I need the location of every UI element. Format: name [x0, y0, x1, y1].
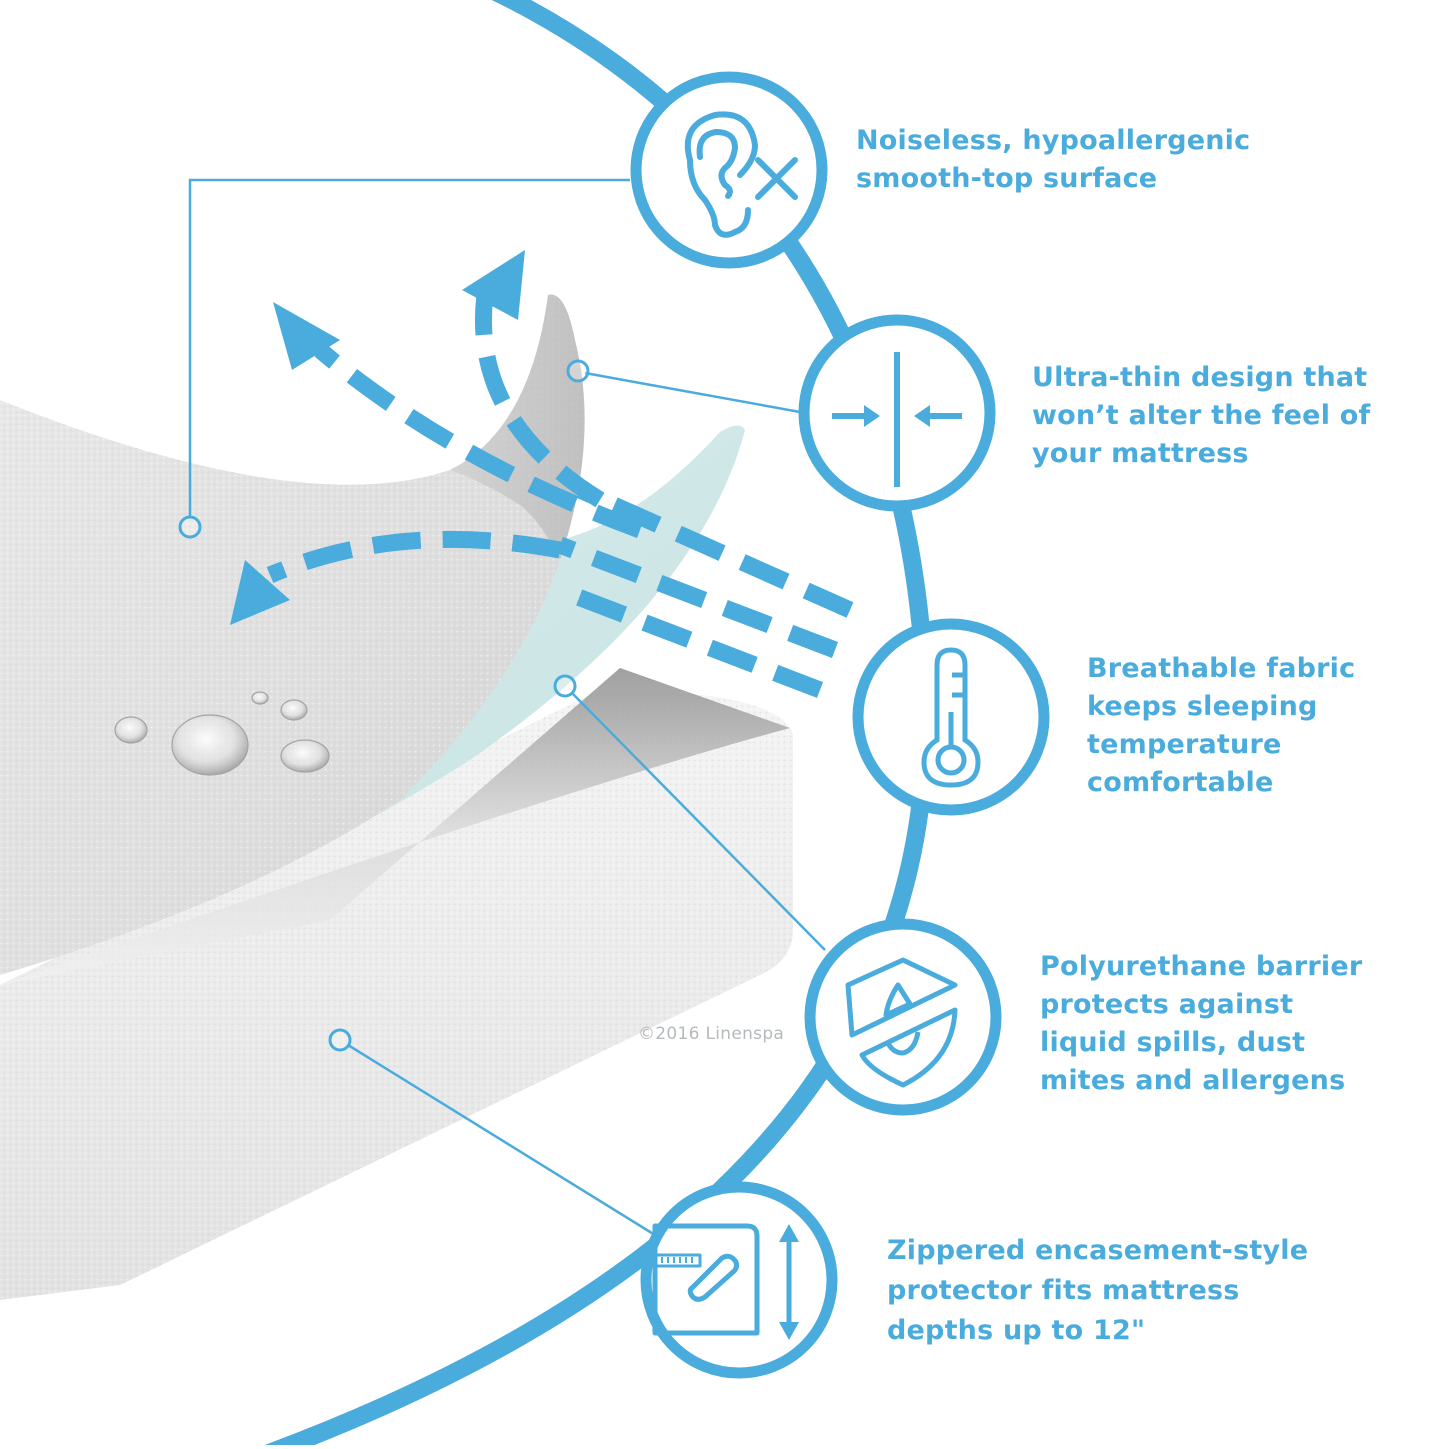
feature-text-noiseless: Noiseless, hypoallergenic smooth-top sur…: [856, 122, 1250, 198]
feature-line: mites and allergens: [1040, 1065, 1346, 1096]
feature-line: your mattress: [1032, 438, 1249, 469]
feature-text-zipper: Zippered encasement-style protector fits…: [887, 1231, 1308, 1351]
feature-circle-noiseless: [630, 71, 828, 269]
zipper-depth-icon: [652, 1223, 799, 1340]
feature-line: protects against: [1040, 989, 1294, 1020]
feature-line: smooth-top surface: [856, 163, 1158, 194]
feature-line: protector fits mattress: [887, 1275, 1240, 1306]
feature-line: Polyurethane barrier: [1040, 951, 1363, 982]
shield-drop-icon: [845, 957, 958, 1088]
water-droplets: [114, 691, 330, 776]
ear-muted-icon: [684, 111, 798, 238]
feature-line: comfortable: [1087, 767, 1274, 798]
feature-line: Noiseless, hypoallergenic: [856, 125, 1251, 156]
feature-text-barrier: Polyurethane barrier protects against li…: [1040, 948, 1362, 1100]
feature-line: keeps sleeping: [1087, 691, 1318, 722]
feature-circle-zipper: [640, 1181, 838, 1379]
feature-circle-ultrathin: [798, 314, 996, 512]
thin-layer-arrows-icon: [832, 352, 962, 487]
copyright-watermark: ©2016 Linenspa: [638, 1024, 785, 1044]
feature-line: temperature: [1087, 729, 1282, 760]
feature-line: Zippered encasement-style: [887, 1235, 1309, 1266]
feature-line: depths up to 12": [887, 1315, 1146, 1346]
mattress: [0, 668, 793, 1300]
airflow-arrows: [266, 293, 854, 698]
feature-line: won’t alter the feel of: [1032, 400, 1371, 431]
feature-line: Ultra-thin design that: [1032, 362, 1368, 393]
feature-line: liquid spills, dust: [1040, 1027, 1306, 1058]
feature-circle-barrier: [804, 918, 1002, 1116]
feature-text-ultrathin: Ultra-thin design that won’t alter the f…: [1032, 359, 1370, 473]
feature-text-breathable: Breathable fabric keeps sleeping tempera…: [1087, 650, 1355, 802]
leader-lines: [188, 178, 826, 1237]
arrow-heads: [230, 250, 525, 625]
feature-circle-breathable: [852, 618, 1050, 816]
feature-line: Breathable fabric: [1087, 653, 1356, 684]
thermometer-icon: [921, 647, 981, 788]
leader-dots: [178, 359, 590, 1052]
